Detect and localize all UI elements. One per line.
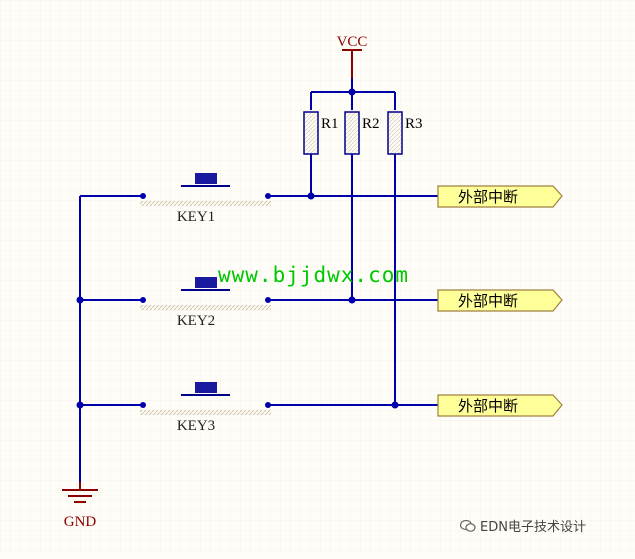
gnd-label: GND (64, 514, 97, 530)
credit-badge: EDN电子技术设计 (459, 516, 586, 535)
vcc-label: VCC (337, 34, 368, 50)
r3-label: R3 (405, 116, 423, 132)
resistor-r1: R1 (303, 111, 339, 155)
credit-label: EDN电子技术设计 (480, 520, 586, 535)
key3-switch: KEY3 (140, 382, 271, 434)
net-label-1: 外部中断 (437, 185, 563, 208)
key2-switch: KEY2 (140, 277, 271, 329)
net-label-2: 外部中断 (437, 289, 563, 312)
key3-label: KEY3 (177, 418, 215, 434)
resistor-r3: R3 (387, 111, 423, 155)
key2-label: KEY2 (177, 313, 215, 329)
net-label-2-text: 外部中断 (458, 292, 518, 310)
net-label-3: 外部中断 (437, 394, 563, 417)
key1-switch: KEY1 (140, 173, 271, 225)
resistor-r2: R2 (344, 111, 380, 155)
net-label-3-text: 外部中断 (458, 397, 518, 415)
r2-label: R2 (362, 116, 380, 132)
vcc-symbol: VCC (337, 34, 368, 78)
watermark-text: www.bjjdwx.com (218, 263, 410, 287)
r1-label: R1 (321, 116, 339, 132)
net-label-1-text: 外部中断 (458, 188, 518, 206)
key1-label: KEY1 (177, 209, 215, 225)
wechat-icon (459, 519, 476, 533)
junctions (76, 88, 399, 409)
gnd-symbol (62, 482, 98, 503)
